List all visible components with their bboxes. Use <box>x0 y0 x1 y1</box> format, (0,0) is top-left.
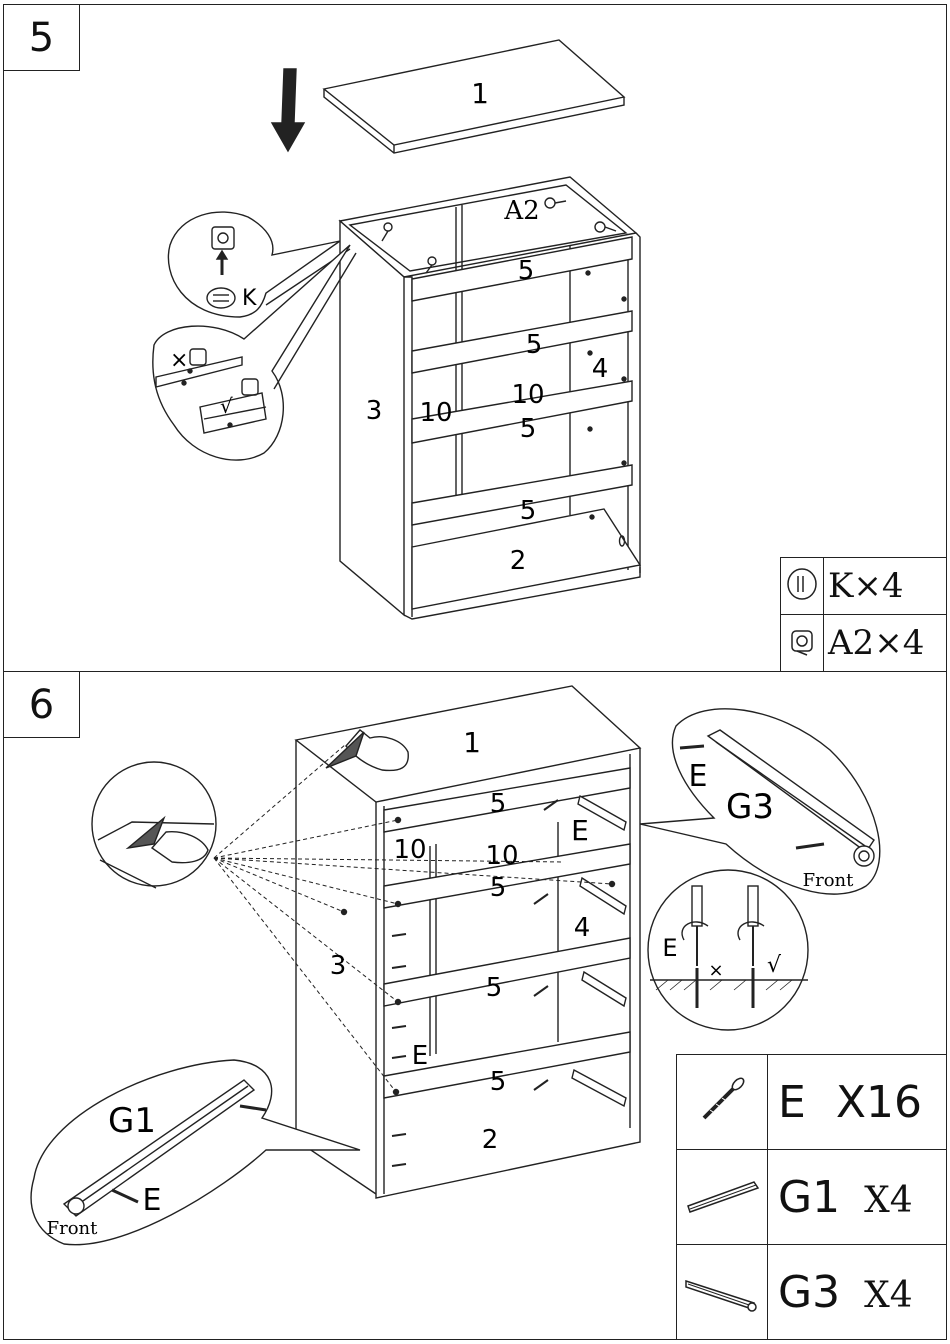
label-top-panel: 1 <box>471 77 489 110</box>
right-mark: √ <box>767 953 782 978</box>
label-divider-center: 10 <box>511 380 544 410</box>
part-row-cam-bolt: A2×4 <box>781 615 947 672</box>
right-mark: √ <box>220 394 233 418</box>
part-name: G3 <box>778 1267 840 1318</box>
label-screw-e-callout: E <box>662 934 677 962</box>
screw-icon <box>692 1070 752 1130</box>
part-row-g1: G1 X4 <box>677 1150 947 1245</box>
label-side-panel: 3 <box>330 951 347 981</box>
part-name: E <box>778 1077 806 1128</box>
label-shelf-1: 5 <box>490 789 507 819</box>
label-side-panel: 3 <box>366 396 383 426</box>
label-cam-bolt: A2 <box>503 196 539 226</box>
part-qty: 4 <box>882 566 904 606</box>
label-screw-e-g3: E <box>689 759 708 794</box>
part-row-cam-lock: K×4 <box>781 558 947 615</box>
part-row-screw: E X16 <box>677 1055 947 1150</box>
label-g3: G3 <box>726 787 774 827</box>
label-divider-left: 10 <box>419 398 452 428</box>
label-shelf-2: 5 <box>490 873 507 903</box>
label-bottom-panel: 2 <box>482 1125 499 1155</box>
label-bottom-panel: 2 <box>510 546 527 576</box>
label-shelf-3: 5 <box>486 973 503 1003</box>
cam-bolt-icon <box>784 623 820 659</box>
label-back-panel: 4 <box>574 913 591 943</box>
label-front-g3: Front <box>803 870 855 891</box>
part-name: K <box>828 566 853 606</box>
label-divider-center: 10 <box>485 841 518 871</box>
cam-lock-icon <box>784 566 820 602</box>
label-cam-lock: K <box>242 286 257 311</box>
part-qty: X4 <box>864 1275 913 1316</box>
g1-runner-callout <box>31 1060 360 1245</box>
times-sign: × <box>874 623 903 663</box>
label-screw-e-g1: E <box>143 1183 162 1218</box>
part-row-g3: G3 X4 <box>677 1245 947 1340</box>
part-name: G1 <box>778 1172 840 1223</box>
drawer-runner-g1-icon <box>682 1170 762 1220</box>
part-qty: X4 <box>864 1180 913 1221</box>
drawer-runner-g3-icon <box>682 1265 762 1315</box>
label-screw-e-1: E <box>571 814 589 847</box>
step-5-parts-table: K×4 A2×4 <box>780 557 947 672</box>
label-shelf-2: 5 <box>526 330 543 360</box>
down-arrow-icon <box>272 69 304 151</box>
wrong-mark: × <box>708 960 723 981</box>
step-5-panel: 5 <box>3 4 947 672</box>
part-qty: 4 <box>903 623 925 663</box>
label-divider-left: 10 <box>393 835 426 865</box>
label-shelf-3: 5 <box>520 414 537 444</box>
cabinet-carcass <box>340 177 640 619</box>
cam-lock-callout <box>168 212 350 317</box>
label-g1: G1 <box>108 1101 156 1141</box>
part-name: A2 <box>828 623 874 663</box>
label-shelf-4: 5 <box>490 1067 507 1097</box>
label-top-panel: 1 <box>463 726 481 759</box>
step-6-panel: 6 <box>3 671 947 1340</box>
sticker-callout <box>92 762 216 888</box>
label-shelf-1: 5 <box>518 256 535 286</box>
part-qty: X16 <box>836 1077 922 1128</box>
wrong-mark: × <box>170 348 188 373</box>
label-shelf-4: 5 <box>520 496 537 526</box>
times-sign: × <box>853 566 882 606</box>
label-back-panel: 4 <box>592 354 609 384</box>
label-front-g1: Front <box>47 1218 99 1239</box>
label-screw-e-2: E <box>412 1041 428 1071</box>
